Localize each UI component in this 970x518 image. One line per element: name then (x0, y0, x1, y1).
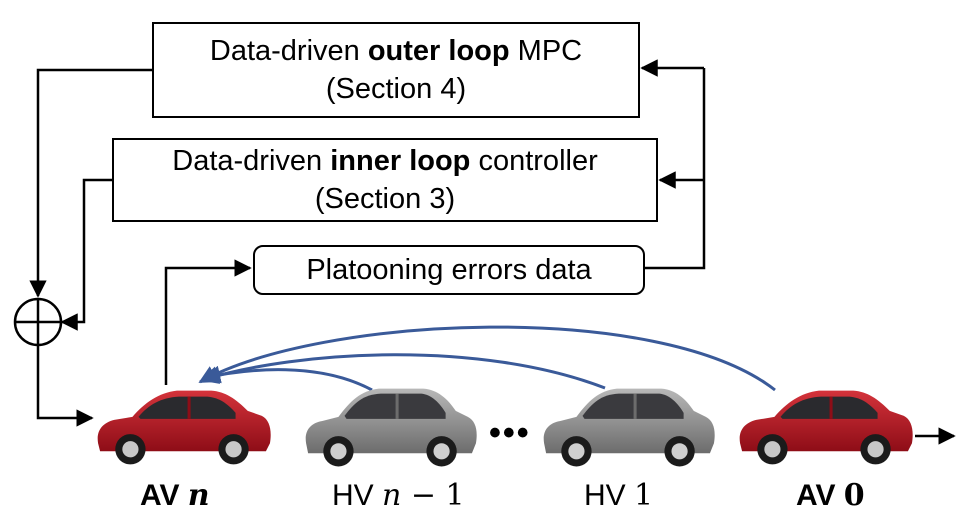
inner-loop-output-line (60, 178, 112, 331)
outer-loop-output-line (29, 68, 152, 298)
inner-loop-controller-box: Data-driven inner loop controller (Secti… (112, 138, 658, 222)
communication-links (198, 325, 776, 392)
label-hv-1-suffix: 1 (634, 478, 654, 513)
outer-loop-section: (Section 4) (325, 73, 467, 105)
outer-loop-title-post: MPC (509, 35, 583, 67)
inner-loop-section: (Section 3) (314, 183, 456, 215)
outer-loop-title-bold: outer loop (367, 35, 510, 67)
feedback-lines (29, 59, 956, 445)
av-n-to-errors-line (164, 259, 252, 385)
label-av-n: AV n (140, 478, 210, 513)
label-av-0-suffix: 0 (843, 478, 865, 513)
car-hv-n-1 (304, 387, 479, 468)
link-hv-1-to-av-n (200, 353, 606, 390)
inner-loop-title-post: controller (470, 145, 598, 177)
label-hv-1: HV 1 (584, 478, 653, 513)
link-av-0-to-av-n (198, 325, 776, 392)
label-av-0-prefix: AV (796, 479, 844, 512)
outer-loop-title: Data-driven outer loop MPC (210, 32, 582, 70)
inner-loop-title-pre: Data-driven (172, 145, 331, 177)
summing-junction (13, 297, 63, 347)
outer-loop-title-pre: Data-driven (209, 35, 368, 67)
errors-feedback-line (645, 68, 706, 270)
car-av-0 (738, 389, 915, 466)
platoon-ellipsis: ••• (489, 414, 531, 452)
platooning-errors-data-box: Platooning errors data (253, 245, 645, 295)
car-hv-1 (542, 387, 717, 468)
inner-loop-title-bold: inner loop (330, 145, 471, 177)
label-av-n-prefix: AV (140, 479, 188, 512)
label-av-0: AV 0 (796, 478, 865, 513)
sum-to-av-n-line (36, 346, 94, 427)
car-av-n (96, 389, 273, 466)
label-hv-n-1-suffix: − 1 (401, 478, 465, 513)
link-hv-n-1-to-av-n (202, 365, 373, 392)
outer-loop-mpc-box: Data-driven outer loop MPC (Section 4) (152, 22, 640, 118)
label-av-n-var: n (187, 478, 210, 513)
label-hv-n-1: HV n − 1 (332, 478, 465, 513)
inner-loop-title: Data-driven inner loop controller (172, 142, 597, 180)
platooning-errors-label: Platooning errors data (306, 254, 592, 286)
label-hv-1-prefix: HV (584, 479, 635, 512)
label-hv-n-1-var: n (382, 478, 402, 513)
label-hv-n-1-prefix: HV (332, 479, 383, 512)
